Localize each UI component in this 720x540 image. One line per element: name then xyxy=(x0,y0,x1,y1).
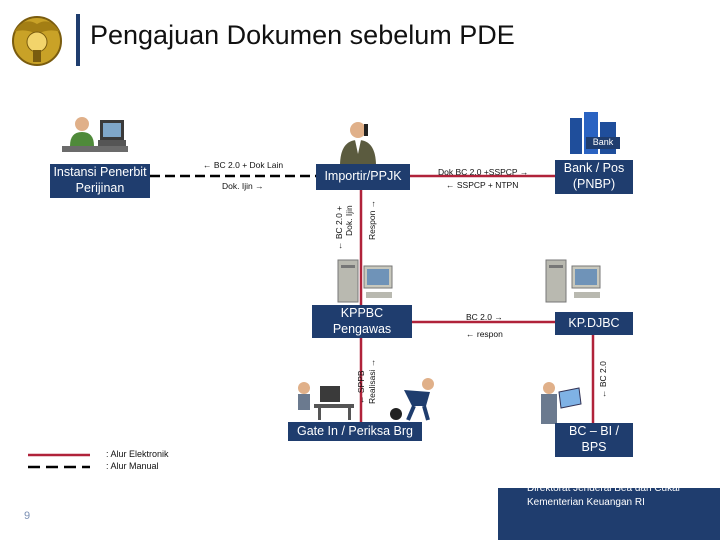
businessman-phone-icon xyxy=(340,122,376,166)
legend-manual-label: : Alur Manual xyxy=(106,461,159,471)
flow-label-bank-from: ← SSPCP + NTPN xyxy=(446,180,519,190)
node-importir: Importir/PPJK xyxy=(316,164,410,190)
node-instansi: Instansi Penerbit Perijinan xyxy=(50,164,150,198)
officer-at-computer-icon xyxy=(62,117,128,152)
workers-at-computers-icon xyxy=(298,382,354,420)
inspection-worker-icon xyxy=(390,378,434,421)
footer-line-1: Direktorat Jenderal Bea dan Cukai xyxy=(527,483,680,494)
page-number: 9 xyxy=(24,510,31,522)
flow-label-importir-up: Respon → xyxy=(367,199,377,240)
node-gate: Gate In / Periksa Brg xyxy=(288,422,422,441)
flow-label-kppbc-to: BC 2.0 → xyxy=(466,312,503,322)
legend-electronic-label: : Alur Elektronik xyxy=(106,449,169,459)
flow-label-instansi-to: ← BC 2.0 + Dok Lain xyxy=(203,160,284,170)
node-bank-pos: Bank / Pos (PNBP) xyxy=(555,160,633,194)
flow-label-importir-down-2: Dok. Ijin xyxy=(344,205,354,236)
flow-label-kppbc-from: ← respon xyxy=(466,329,503,339)
title-divider xyxy=(76,14,80,66)
flow-label-djbc-down: ← BC 2.0 xyxy=(598,361,608,398)
node-kppbc: KPPBC Pengawas xyxy=(312,305,412,338)
node-bank-tag: Bank xyxy=(586,137,620,149)
node-kpdjbc: KP.DJBC xyxy=(555,312,633,335)
customs-emblem-icon xyxy=(12,16,62,66)
page-title: Pengajuan Dokumen sebelum PDE xyxy=(90,20,515,50)
footer-text: Direktorat Jenderal Bea dan Cukai Kement… xyxy=(527,482,680,509)
flow-label-sppb-1: ← SPPB xyxy=(356,370,366,404)
flow-label-importir-down-1: ← BC 2.0 + xyxy=(334,205,344,250)
footer-bar xyxy=(498,488,720,540)
flow-label-instansi-from: Dok. Ijin → xyxy=(222,181,264,191)
presenter-officer-icon xyxy=(541,382,582,424)
server-computer-icon xyxy=(545,259,601,303)
node-bc-bi: BC – BI / BPS xyxy=(555,423,633,457)
flow-label-sppb-2: Realisasi → xyxy=(367,358,377,404)
server-computer-icon xyxy=(337,259,393,303)
flow-label-bank-to: Dok BC 2.0 +SSPCP → xyxy=(438,167,529,177)
footer-line-2: Kementerian Keuangan RI xyxy=(527,496,645,508)
